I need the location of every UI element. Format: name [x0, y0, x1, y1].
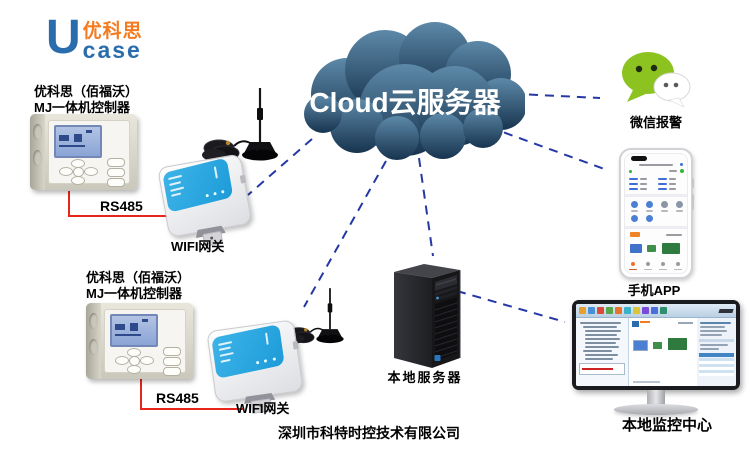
controller-button-fn3: [107, 178, 125, 187]
screen-brand-mark: [718, 308, 734, 313]
phone-camera-notch: [631, 156, 647, 161]
gateway-box: [157, 153, 253, 238]
controller-lcd: [110, 314, 158, 347]
controller-button-fn1: [163, 347, 181, 356]
rs485-label-1: RS485: [100, 198, 143, 214]
monitor-screen: [576, 304, 736, 386]
monitor-stand-neck: [647, 390, 665, 406]
wechat-label: 微信报警: [629, 115, 682, 130]
logo-u-glyph: U: [46, 11, 81, 64]
gateway-blue-label: [162, 157, 234, 214]
controller-button-fn2: [163, 357, 181, 366]
controller-1-title-line2: MJ一体机控制器: [34, 99, 131, 115]
monitor-icon: [572, 300, 742, 422]
server-label: 本地服务器: [387, 370, 463, 385]
antenna-connector: [292, 341, 299, 350]
dashed-link-cloud-server: [418, 157, 434, 257]
controller-button-right: [140, 356, 154, 365]
gateway-2-label: WIFI网关: [236, 401, 290, 416]
controller-button-left: [59, 167, 73, 176]
monitor-bezel: [572, 300, 740, 390]
software-device-tree: [576, 318, 629, 386]
cloud-icon: Cloud云服务器: [304, 22, 525, 160]
monitor-stand-base: [614, 404, 698, 415]
controller-button-fn3: [163, 367, 181, 376]
cloud-label: Cloud云服务器: [309, 87, 501, 118]
dashed-link-cloud-gateway2: [303, 160, 387, 308]
phone-icon: [619, 148, 694, 279]
gateway-box: [206, 319, 304, 404]
controller-panel: [104, 309, 186, 376]
controller-button-down: [71, 176, 85, 185]
controller-screw-notch: [89, 339, 98, 355]
dashed-link-server-monitor: [456, 290, 566, 323]
rs485-link-2: [140, 379, 243, 410]
controller-screw-notch: [33, 150, 42, 166]
controller-icon: [30, 114, 137, 190]
server-tower-icon: [394, 264, 461, 368]
controller-1-title: 优科思（佰福沃） MJ一体机控制器: [34, 84, 138, 115]
controller-screw-notch: [89, 313, 98, 329]
controller-panel: [48, 120, 130, 187]
controller-screw-notch: [33, 124, 42, 140]
phone-label: 手机APP: [627, 283, 681, 298]
controller-1-title-line1: 优科思（佰福沃）: [34, 84, 139, 99]
brand-logo: U 优科思 case: [46, 11, 143, 64]
software-toolbar: [576, 304, 736, 318]
controller-icon: [86, 303, 193, 379]
software-data-panel: [697, 318, 736, 386]
controller-body: [86, 303, 193, 379]
controller-button-right: [84, 167, 98, 176]
gateway-blue-label: [211, 323, 285, 379]
controller-2-title: 优科思（佰福沃） MJ一体机控制器: [86, 270, 190, 301]
company-name: 深圳市科特时控技术有限公司: [278, 425, 460, 441]
monitor-label: 本地监控中心: [621, 417, 712, 434]
controller-body: [30, 114, 137, 190]
dashed-link-cloud-gateway1: [247, 138, 313, 196]
controller-button-down: [127, 365, 141, 374]
software-main-panel: [629, 318, 697, 386]
controller-button-left: [115, 356, 129, 365]
gateway-1-label: WIFI网关: [171, 239, 225, 254]
phone-screen: [624, 153, 688, 274]
controller-button-fn1: [107, 158, 125, 167]
software-alert-note: [579, 363, 625, 375]
logo-brand-cn: 优科思: [82, 21, 143, 42]
logo-brand-en: case: [82, 37, 142, 63]
rs485-label-2: RS485: [156, 390, 199, 406]
controller-2-title-line1: 优科思（佰福沃）: [86, 270, 191, 285]
controller-lcd: [54, 125, 102, 158]
rs485-link-1: [68, 191, 174, 217]
controller-button-fn2: [107, 168, 125, 177]
dashed-link-cloud-phone: [488, 126, 608, 171]
wechat-icon: [622, 52, 691, 108]
controller-2-title-line2: MJ一体机控制器: [86, 285, 183, 301]
